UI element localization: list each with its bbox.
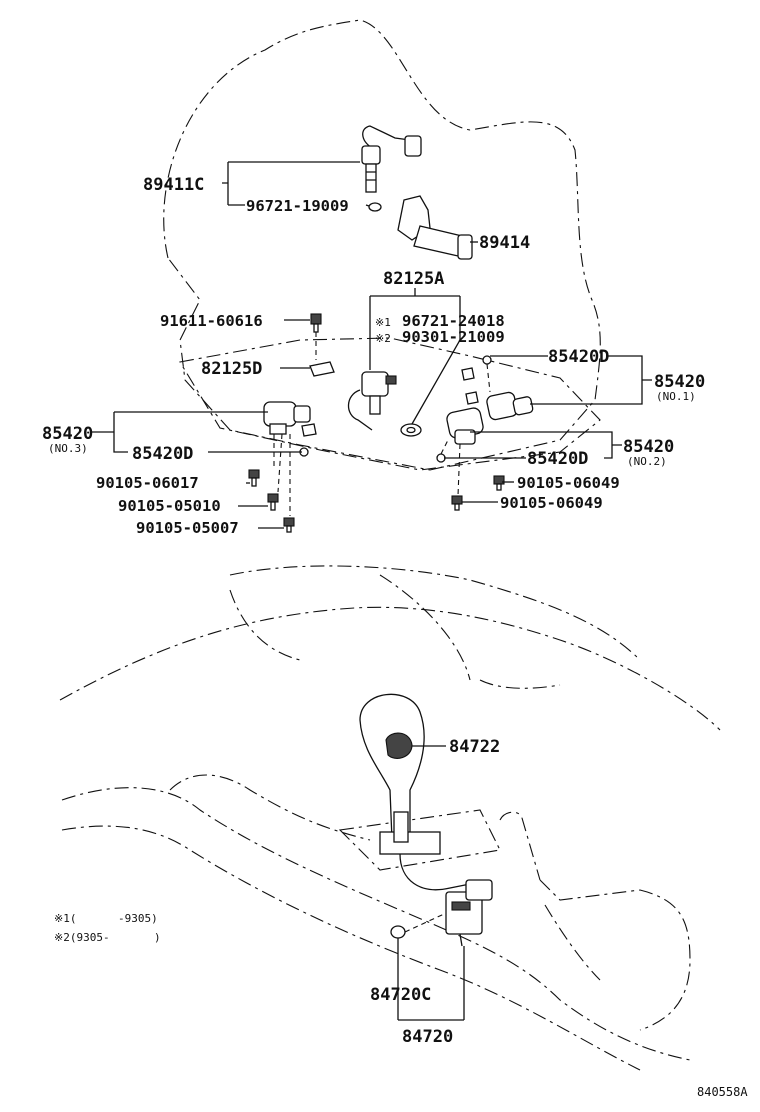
note-mark-2: ※2	[375, 332, 391, 345]
oil-pan-outline	[179, 337, 601, 471]
switch-84720c	[390, 879, 493, 947]
shift-lever-84722	[359, 693, 471, 891]
solenoid-85420-no2	[436, 407, 484, 497]
footnotes: ※1( -9305) ※2(9305- )	[54, 912, 161, 944]
footnote-1-mark: ※1(	[54, 912, 76, 925]
label-96721-19009: 96721-19009	[246, 197, 349, 215]
figure-code: 840558A	[697, 1085, 748, 1099]
footnote-2-close: )	[154, 931, 161, 944]
solenoid-82125a	[347, 371, 422, 437]
label-85420d-right: 85420D	[527, 449, 588, 469]
label-85420d-top: 85420D	[548, 347, 609, 367]
label-90105-05010: 90105-05010	[118, 497, 221, 515]
label-89411c: 89411C	[143, 175, 204, 195]
label-85420d-left: 85420D	[132, 444, 193, 464]
label-no2: (NO.2)	[627, 455, 667, 468]
sensor-89414	[397, 195, 473, 260]
label-82125a: 82125A	[383, 269, 444, 289]
upper-leader-lines	[90, 161, 652, 529]
label-84722: 84722	[449, 737, 500, 757]
label-85420-no2: 85420	[623, 437, 674, 457]
label-96721-24018: 96721-24018	[402, 312, 505, 330]
note-mark-1: ※1	[375, 316, 391, 329]
label-91611-60616: 91611-60616	[160, 312, 263, 330]
label-90105-06049-b: 90105-06049	[500, 494, 603, 512]
label-90301-21009: 90301-21009	[402, 328, 505, 346]
label-85420-no3: 85420	[42, 424, 93, 444]
gasket-82125d	[309, 361, 335, 377]
label-90105-05007: 90105-05007	[136, 519, 239, 537]
solenoid-85420-no3	[263, 401, 317, 516]
lower-leader-lines	[397, 745, 465, 1021]
part-labels: 89411C 96721-19009 89414 82125A 91611-60…	[42, 175, 705, 1047]
label-84720: 84720	[402, 1027, 453, 1047]
label-no3: (NO.3)	[48, 442, 88, 455]
label-85420-no1: 85420	[654, 372, 705, 392]
sensor-89411c	[361, 125, 422, 212]
bolts-lower	[248, 469, 505, 533]
transmission-outline	[163, 19, 601, 471]
console-outline	[59, 565, 721, 1071]
label-82125d: 82125D	[201, 359, 262, 379]
label-89414: 89414	[479, 233, 530, 253]
bolt-91611	[310, 313, 322, 360]
label-90105-06017: 90105-06017	[96, 474, 199, 492]
label-84720c: 84720C	[370, 985, 431, 1005]
label-no1: (NO.1)	[656, 390, 696, 403]
footnote-2-mark: ※2(9305-	[54, 931, 110, 944]
footnote-1-range: -9305)	[118, 912, 158, 925]
label-90105-06049-a: 90105-06049	[517, 474, 620, 492]
solenoid-85420-no1	[461, 355, 534, 421]
